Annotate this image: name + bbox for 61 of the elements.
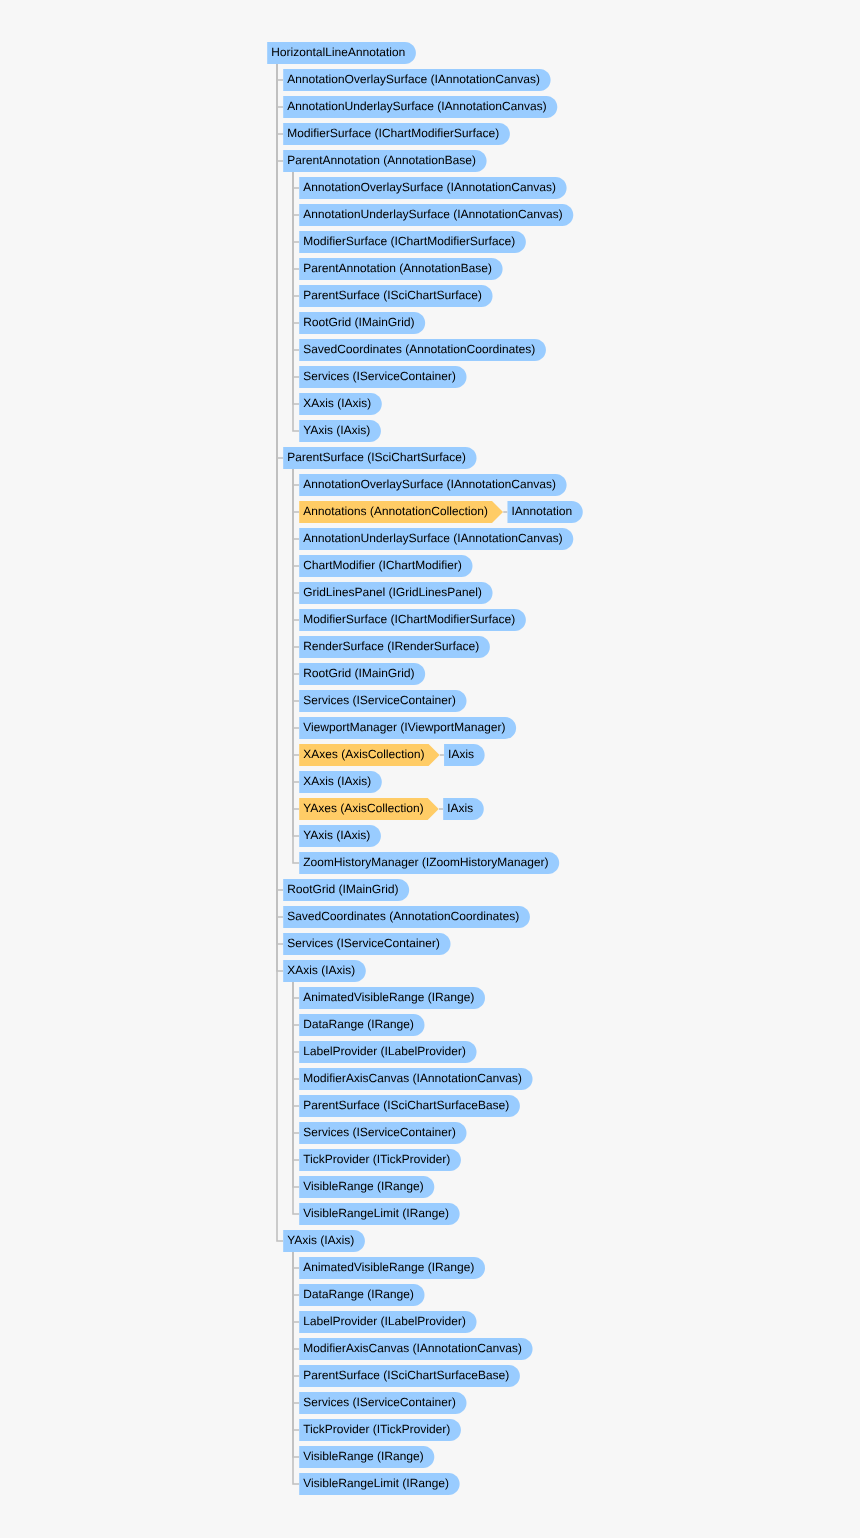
pill-box: HorizontalLineAnnotation (267, 42, 416, 64)
pill-box: RootGrid (IMainGrid) (299, 663, 426, 685)
pill-box: VisibleRange (IRange) (299, 1176, 435, 1198)
pointer-box: YAxes (AxisCollection) (299, 798, 439, 820)
pill-box: LabelProvider (ILabelProvider) (299, 1041, 477, 1063)
pill-box: VisibleRange (IRange) (299, 1446, 435, 1468)
pill-box: TickProvider (ITickProvider) (299, 1419, 461, 1441)
pill-box: LabelProvider (ILabelProvider) (299, 1311, 477, 1333)
pill-box: ParentSurface (ISciChartSurfaceBase) (299, 1365, 520, 1387)
pill-box: ParentAnnotation (AnnotationBase) (299, 258, 503, 280)
pill-box: GridLinesPanel (IGridLinesPanel) (299, 582, 493, 604)
connector-line (439, 754, 445, 756)
pill-box: AnnotationUnderlaySurface (IAnnotationCanvas) (299, 204, 574, 226)
pill-box: AnnotationUnderlaySurface (IAnnotationCanvas) (299, 528, 574, 550)
pill-box: VisibleRangeLimit (IRange) (299, 1473, 460, 1495)
pill-box: XAxis (IAxis) (299, 771, 382, 793)
pill-box: ModifierSurface (IChartModifierSurface) (283, 123, 510, 145)
pill-box: ChartModifier (IChartModifier) (299, 555, 473, 577)
pill-box: ParentAnnotation (AnnotationBase) (283, 150, 487, 172)
pill-box: Services (IServiceContainer) (299, 1122, 467, 1144)
pill-box: YAxis (IAxis) (299, 420, 381, 442)
pill-box: RootGrid (IMainGrid) (299, 312, 426, 334)
pill-box: TickProvider (ITickProvider) (299, 1149, 461, 1171)
pill-box: RootGrid (IMainGrid) (283, 879, 410, 901)
pill-box: RenderSurface (IRenderSurface) (299, 636, 490, 658)
pill-box: AnnotationOverlaySurface (IAnnotationCanvas) (299, 474, 567, 496)
pill-box: Services (IServiceContainer) (299, 690, 467, 712)
pill-box: ZoomHistoryManager (IZoomHistoryManager) (299, 852, 560, 874)
pill-box: AnnotationOverlaySurface (IAnnotationCanvas) (299, 177, 567, 199)
pointer-box: XAxes (AxisCollection) (299, 744, 440, 766)
pill-box: Services (IServiceContainer) (299, 1392, 467, 1414)
pill-box: AnimatedVisibleRange (IRange) (299, 1257, 485, 1279)
pill-box: IAxis (444, 744, 485, 766)
pill-box: DataRange (IRange) (299, 1284, 425, 1306)
pill-box: ViewportManager (IViewportManager) (299, 717, 517, 739)
pill-box: IAxis (443, 798, 484, 820)
pointer-box: Annotations (AnnotationCollection) (299, 501, 503, 523)
pill-box: ParentSurface (ISciChartSurface) (283, 447, 477, 469)
pill-box: DataRange (IRange) (299, 1014, 425, 1036)
pill-box: ParentSurface (ISciChartSurface) (299, 285, 493, 307)
pill-box: SavedCoordinates (AnnotationCoordinates) (283, 906, 530, 928)
pill-box: SavedCoordinates (AnnotationCoordinates) (299, 339, 546, 361)
pill-box: ModifierSurface (IChartModifierSurface) (299, 231, 526, 253)
connector-line (438, 808, 444, 810)
pill-box: AnnotationUnderlaySurface (IAnnotationCanvas) (283, 96, 558, 118)
pill-box: ParentSurface (ISciChartSurfaceBase) (299, 1095, 520, 1117)
pill-box: VisibleRangeLimit (IRange) (299, 1203, 460, 1225)
pill-box: Services (IServiceContainer) (283, 933, 451, 955)
pill-box: ModifierSurface (IChartModifierSurface) (299, 609, 526, 631)
pill-box: YAxis (IAxis) (283, 1230, 365, 1252)
pill-box: XAxis (IAxis) (299, 393, 382, 415)
pill-box: ModifierAxisCanvas (IAnnotationCanvas) (299, 1338, 533, 1360)
pill-box: AnnotationOverlaySurface (IAnnotationCanvas) (283, 69, 551, 91)
tree-line (276, 63, 284, 1242)
pill-box: AnimatedVisibleRange (IRange) (299, 987, 485, 1009)
pill-box: Services (IServiceContainer) (299, 366, 467, 388)
pill-box: IAnnotation (507, 501, 583, 523)
pill-box: XAxis (IAxis) (283, 960, 366, 982)
pill-box: YAxis (IAxis) (299, 825, 381, 847)
pill-box: ModifierAxisCanvas (IAnnotationCanvas) (299, 1068, 533, 1090)
connector-line (502, 511, 509, 513)
